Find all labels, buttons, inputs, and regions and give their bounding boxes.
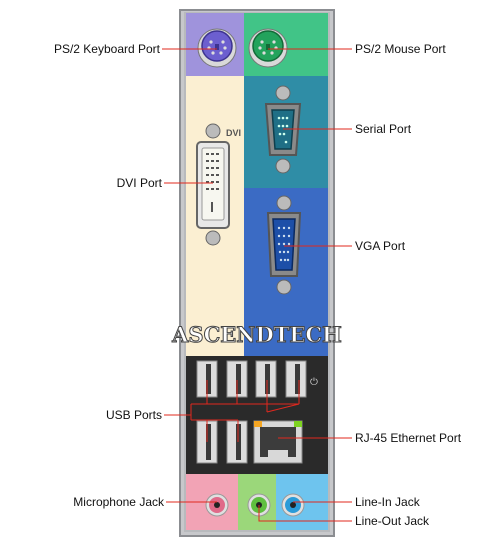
leader-lines [162, 48, 352, 522]
watermark-logo: ASCENDTECH [171, 322, 342, 347]
ps2-keyboard-connector [197, 28, 237, 68]
label-dvi-port: DVI Port [116, 176, 162, 190]
leader-line-line-out [258, 505, 352, 522]
label-ps2-keyboard-port: PS/2 Keyboard Port [53, 42, 160, 56]
label-vga-port: VGA Port [355, 239, 406, 253]
ps2-mouse-connector [248, 28, 288, 68]
dvi-mark: DVI [226, 128, 241, 138]
label-line-in-jack: Line-In Jack [355, 495, 420, 509]
microphone-jack-graphic [205, 493, 229, 517]
vga-connector [266, 195, 302, 295]
label-ps2-mouse-port: PS/2 Mouse Port [355, 42, 446, 56]
svg-text:⏻: ⏻ [310, 377, 318, 388]
label-rj45-ethernet-port: RJ-45 Ethernet Port [355, 431, 462, 445]
label-microphone-jack: Microphone Jack [73, 495, 164, 509]
line-in-jack-graphic [281, 493, 305, 517]
label-line-out-jack: Line-Out Jack [355, 514, 430, 528]
label-serial-port: Serial Port [355, 122, 412, 136]
dvi-connector [196, 123, 230, 246]
label-usb-ports: USB Ports [105, 408, 162, 422]
rj45-connector [253, 420, 303, 464]
usb-ports-group: ⏻ [196, 360, 318, 464]
